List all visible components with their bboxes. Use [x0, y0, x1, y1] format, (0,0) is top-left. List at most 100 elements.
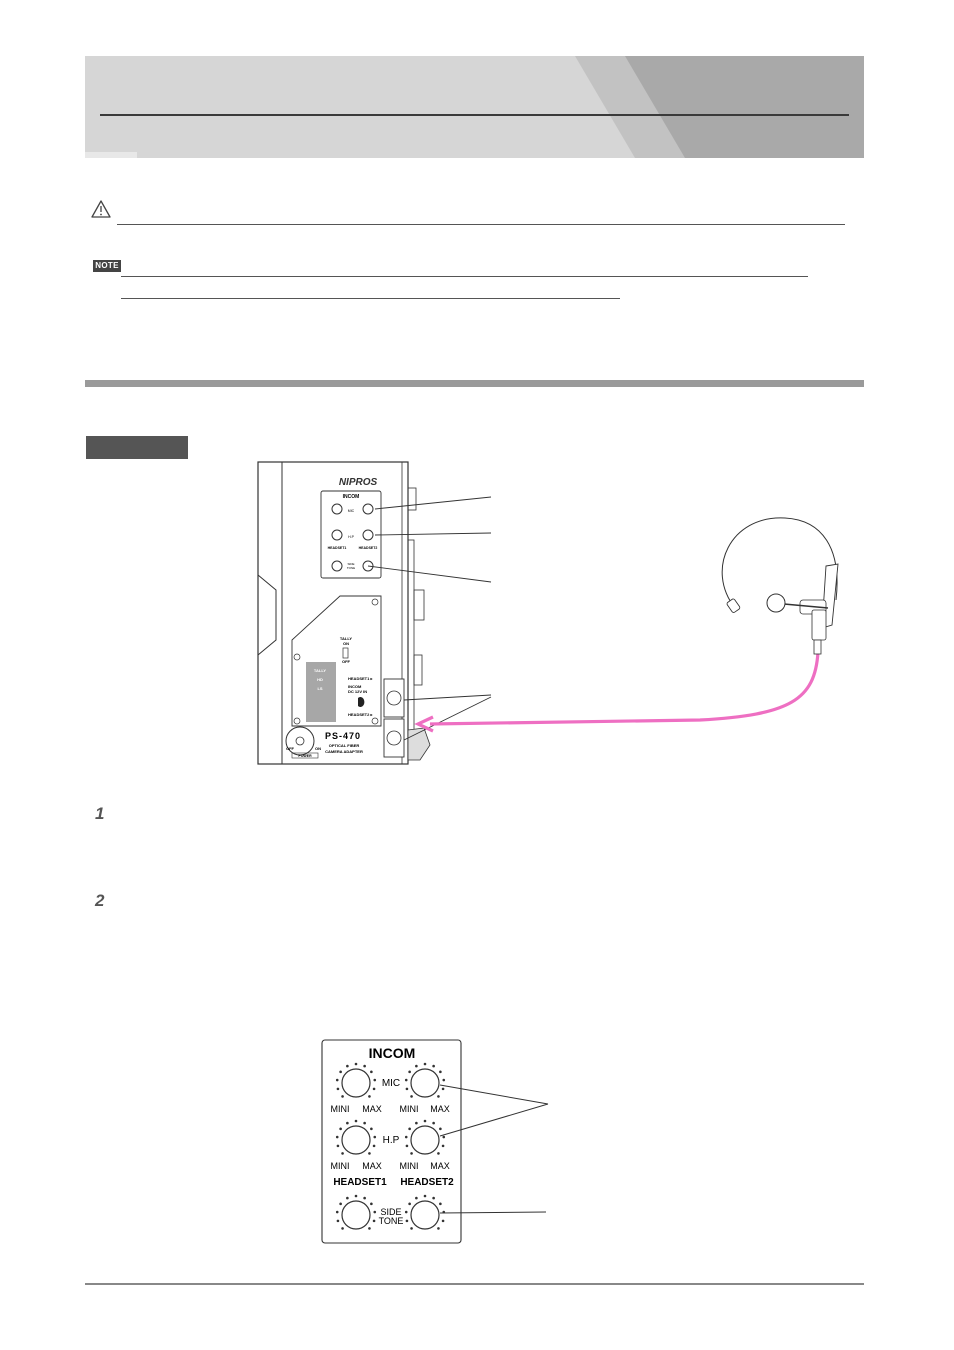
knob-scale-dot — [408, 1070, 411, 1074]
svg-text:INCOM: INCOM — [348, 684, 362, 689]
knob-scale-dot — [404, 1210, 408, 1214]
knob-scale-dot — [346, 1196, 349, 1200]
cable-arrow-icon — [414, 715, 434, 733]
knob-mic-2-small — [362, 503, 374, 515]
note-badge: NOTE — [93, 260, 121, 272]
svg-text:MAX: MAX — [362, 1161, 382, 1171]
incom-small-title: INCOM — [343, 494, 360, 500]
svg-text:POWER: POWER — [298, 754, 312, 758]
knob-sidetone-headset1[interactable] — [341, 1200, 371, 1230]
knob-scale-dot — [415, 1064, 418, 1068]
knob-hp-2-small — [362, 529, 374, 541]
svg-text:OFF: OFF — [342, 659, 351, 664]
knob-scale-dot — [336, 1144, 340, 1148]
microphone-icon — [766, 593, 786, 613]
note-rule-1 — [121, 276, 808, 277]
power-switch[interactable] — [285, 726, 315, 756]
knob-mic-1-small — [331, 503, 343, 515]
headset2-label: HEADSET2 — [400, 1177, 454, 1188]
knob-mic-headset1[interactable] — [341, 1068, 371, 1098]
step-number-1: 1 — [95, 804, 105, 823]
knob-sidetone-headset2[interactable] — [410, 1200, 440, 1230]
side-tone-label-1: SIDE — [380, 1207, 401, 1217]
headset-cable — [429, 651, 820, 726]
knob-scale-dot — [373, 1135, 377, 1139]
device-diagram: NIPROS INCOM MIC H.P SIDE TONE HEADSET1 … — [257, 461, 839, 765]
knob-side-1-small — [331, 560, 343, 572]
svg-text:HEADSET1: HEADSET1 — [328, 546, 347, 550]
tally-switch[interactable] — [342, 647, 349, 659]
knob-scale-dot — [336, 1087, 340, 1091]
knob-hp-headset2[interactable] — [410, 1125, 440, 1155]
header-banner — [85, 56, 864, 158]
knob-scale-dot — [363, 1196, 366, 1200]
knob-scale-dot — [423, 1194, 427, 1198]
svg-text:HD: HD — [317, 677, 323, 682]
knob-scale-dot — [405, 1219, 409, 1223]
footer-rule — [85, 1283, 864, 1285]
knob-scale-dot — [354, 1194, 358, 1198]
headset-plug — [407, 727, 431, 761]
svg-text:SIDE: SIDE — [347, 562, 354, 566]
knob-scale-dot — [439, 1127, 442, 1131]
knob-scale-dot — [404, 1078, 408, 1082]
section-label-box — [86, 436, 188, 459]
knob-scale-dot — [372, 1144, 376, 1148]
knob-scale-dot — [341, 1227, 344, 1230]
knob-scale-dot — [404, 1135, 408, 1139]
knob-scale-dot — [368, 1227, 371, 1230]
knob-scale-dot — [341, 1095, 344, 1098]
knob-scale-dot — [339, 1202, 342, 1206]
svg-text:ON: ON — [315, 746, 321, 751]
svg-text:OPTICAL FIBER: OPTICAL FIBER — [329, 743, 360, 748]
knob-scale-dot — [437, 1152, 440, 1155]
hp-label: H.P — [383, 1135, 400, 1146]
svg-text:MAX: MAX — [430, 1161, 450, 1171]
svg-text:MIC: MIC — [348, 509, 355, 513]
knob-scale-dot — [368, 1095, 371, 1098]
knob-scale-dot — [368, 1152, 371, 1155]
knob-scale-dot — [441, 1219, 445, 1223]
knob-scale-dot — [346, 1121, 349, 1125]
caution-rule — [117, 224, 845, 225]
svg-text:TONE: TONE — [347, 566, 355, 570]
incom-title: INCOM — [369, 1045, 416, 1061]
knob-scale-dot — [439, 1202, 442, 1206]
model-label: PS-470 — [325, 731, 361, 741]
knob-scale-dot — [441, 1087, 445, 1091]
headset1-connector[interactable] — [383, 678, 405, 718]
brand-logo: NIPROS — [339, 477, 378, 488]
knob-scale-dot — [372, 1219, 376, 1223]
knob-scale-dot — [415, 1196, 418, 1200]
svg-text:TALLY: TALLY — [314, 668, 327, 673]
knob-scale-dot — [423, 1062, 427, 1066]
svg-text:MAX: MAX — [430, 1104, 450, 1114]
knob-scale-dot — [442, 1135, 446, 1139]
svg-text:MINI: MINI — [331, 1104, 350, 1114]
knob-scale-dot — [410, 1152, 413, 1155]
knob-scale-dot — [370, 1202, 373, 1206]
knob-mic-headset2[interactable] — [410, 1068, 440, 1098]
knob-scale-dot — [423, 1119, 427, 1123]
svg-text:HEADSET1 ▸: HEADSET1 ▸ — [348, 676, 373, 681]
knob-scale-dot — [335, 1135, 339, 1139]
svg-text:HEADSET2: HEADSET2 — [359, 546, 378, 550]
knob-scale-dot — [442, 1078, 446, 1082]
knob-hp-1-small — [331, 529, 343, 541]
svg-text:ON: ON — [343, 641, 349, 646]
knob-scale-dot — [439, 1070, 442, 1074]
svg-text:TALLY: TALLY — [340, 636, 353, 641]
svg-text:MINI: MINI — [331, 1161, 350, 1171]
svg-text:HEADSET2 ▸: HEADSET2 ▸ — [348, 712, 373, 717]
headset2-connector[interactable] — [383, 718, 405, 758]
knob-scale-dot — [408, 1202, 411, 1206]
headset-band — [721, 517, 838, 609]
knob-scale-dot — [336, 1219, 340, 1223]
knob-scale-dot — [370, 1070, 373, 1074]
headset1-label: HEADSET1 — [333, 1177, 387, 1188]
knob-scale-dot — [373, 1210, 377, 1214]
knob-scale-dot — [437, 1095, 440, 1098]
knob-scale-dot — [405, 1087, 409, 1091]
svg-text:LS: LS — [317, 686, 322, 691]
knob-hp-headset1[interactable] — [341, 1125, 371, 1155]
